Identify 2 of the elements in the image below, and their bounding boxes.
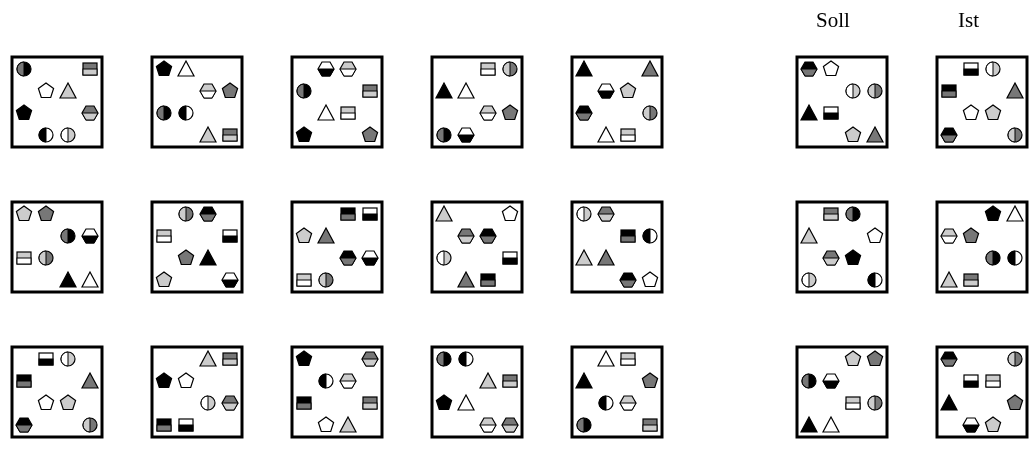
column-heading: Soll bbox=[816, 8, 850, 33]
column-heading: Ist bbox=[958, 8, 979, 33]
